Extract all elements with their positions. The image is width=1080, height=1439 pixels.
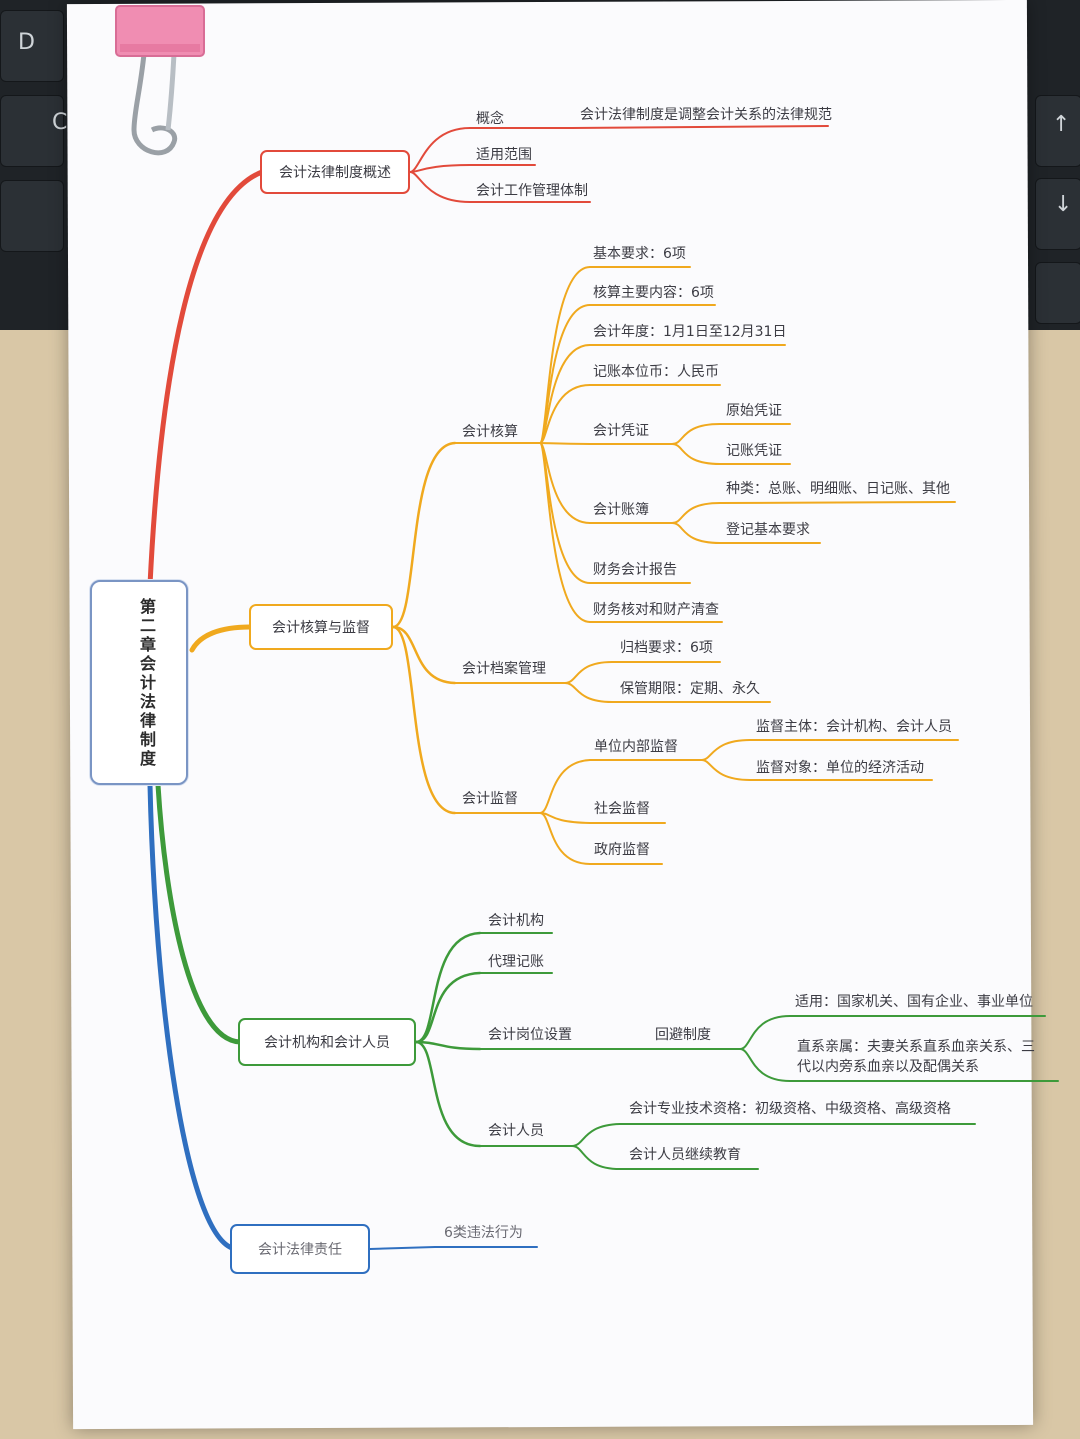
overview-concept: 概念 [476, 111, 504, 127]
branch-institution-personnel-label: 会计机构和会计人员 [264, 1035, 390, 1051]
supervision-government: 政府监督 [594, 842, 650, 858]
keyboard-key [0, 95, 64, 167]
supervision-node: 会计监督 [462, 791, 518, 807]
accounting-reconciliation: 财务核对和财产清查 [593, 602, 719, 618]
supervision-object: 监督对象：单位的经济活动 [756, 760, 924, 776]
accounting-fiscal-year: 会计年度：1月1日至12月31日 [593, 324, 787, 340]
overview-scope: 适用范围 [476, 147, 532, 163]
accounting-basic-req: 基本要求：6项 [593, 246, 686, 262]
accounting-voucher: 会计凭证 [593, 423, 649, 439]
root-title: 第二章会计法律制度 [137, 598, 156, 769]
keyboard-key [1035, 262, 1080, 324]
accounting-node: 会计核算 [462, 424, 518, 440]
branch-overview-node: 会计法律制度概述 [260, 150, 410, 194]
liability-violations: 6类违法行为 [444, 1225, 523, 1241]
personnel-continuing-education: 会计人员继续教育 [629, 1147, 741, 1163]
branch-institution-personnel-node: 会计机构和会计人员 [238, 1018, 416, 1066]
green-main-connector [155, 782, 243, 1045]
branch-legal-liability-node: 会计法律责任 [230, 1224, 370, 1274]
red-main-connector [147, 169, 265, 588]
orange-main-connector [189, 624, 253, 653]
avoidance-system: 回避制度 [655, 1027, 711, 1043]
branch-legal-liability-label: 会计法律责任 [258, 1242, 342, 1258]
overview-management-system: 会计工作管理体制 [476, 183, 588, 199]
books-register-req: 登记基本要求 [726, 522, 810, 538]
books-types: 种类：总账、明细账、日记账、其他 [726, 481, 950, 497]
institution-organization: 会计机构 [488, 913, 544, 929]
archive-filing-req: 归档要求：6项 [620, 640, 713, 656]
accounting-currency: 记账本位币：人民币 [593, 364, 719, 380]
keyboard-key [1035, 178, 1080, 250]
accounting-financial-report: 财务会计报告 [593, 562, 677, 578]
branch-accounting-supervision-node: 会计核算与监督 [249, 604, 393, 650]
key-label-c: C [52, 110, 68, 135]
supervision-subject: 监督主体：会计机构、会计人员 [756, 719, 952, 735]
supervision-social: 社会监督 [594, 801, 650, 817]
accounting-main-content: 核算主要内容：6项 [593, 285, 714, 301]
avoidance-relatives-line2: 代以内旁系血亲以及配偶关系 [797, 1059, 979, 1075]
branch-overview-label: 会计法律制度概述 [279, 165, 391, 181]
institution-agency-bookkeeping: 代理记账 [488, 954, 544, 970]
supervision-internal: 单位内部监督 [594, 739, 678, 755]
overview-concept-detail: 会计法律制度是调整会计关系的法律规范 [580, 107, 832, 123]
avoidance-relatives-line1: 直系亲属：夫妻关系直系血亲关系、三 [797, 1039, 1035, 1055]
branch-accounting-supervision-label: 会计核算与监督 [272, 620, 370, 636]
key-label-down: ↓ [1054, 192, 1073, 217]
archive-node: 会计档案管理 [462, 661, 546, 677]
keyboard-key [1035, 95, 1080, 167]
institution-post-setting: 会计岗位设置 [488, 1027, 572, 1043]
keyboard-key [0, 10, 64, 82]
blue-main-connector [147, 782, 235, 1251]
voucher-bookkeeping: 记账凭证 [726, 443, 782, 459]
voucher-original: 原始凭证 [726, 403, 782, 419]
avoidance-applicable: 适用：国家机关、国有企业、事业单位 [795, 994, 1033, 1010]
institution-personnel: 会计人员 [488, 1123, 544, 1139]
key-label-d: D [18, 30, 35, 55]
binder-clip-icon [112, 2, 212, 171]
personnel-qualification: 会计专业技术资格：初级资格、中级资格、高级资格 [629, 1101, 951, 1117]
root-node: 第二章会计法律制度 [90, 580, 188, 785]
accounting-books: 会计账簿 [593, 502, 649, 518]
archive-retention: 保管期限：定期、永久 [620, 681, 760, 697]
keyboard-key [0, 180, 64, 252]
key-label-up: ↑ [1052, 112, 1071, 137]
